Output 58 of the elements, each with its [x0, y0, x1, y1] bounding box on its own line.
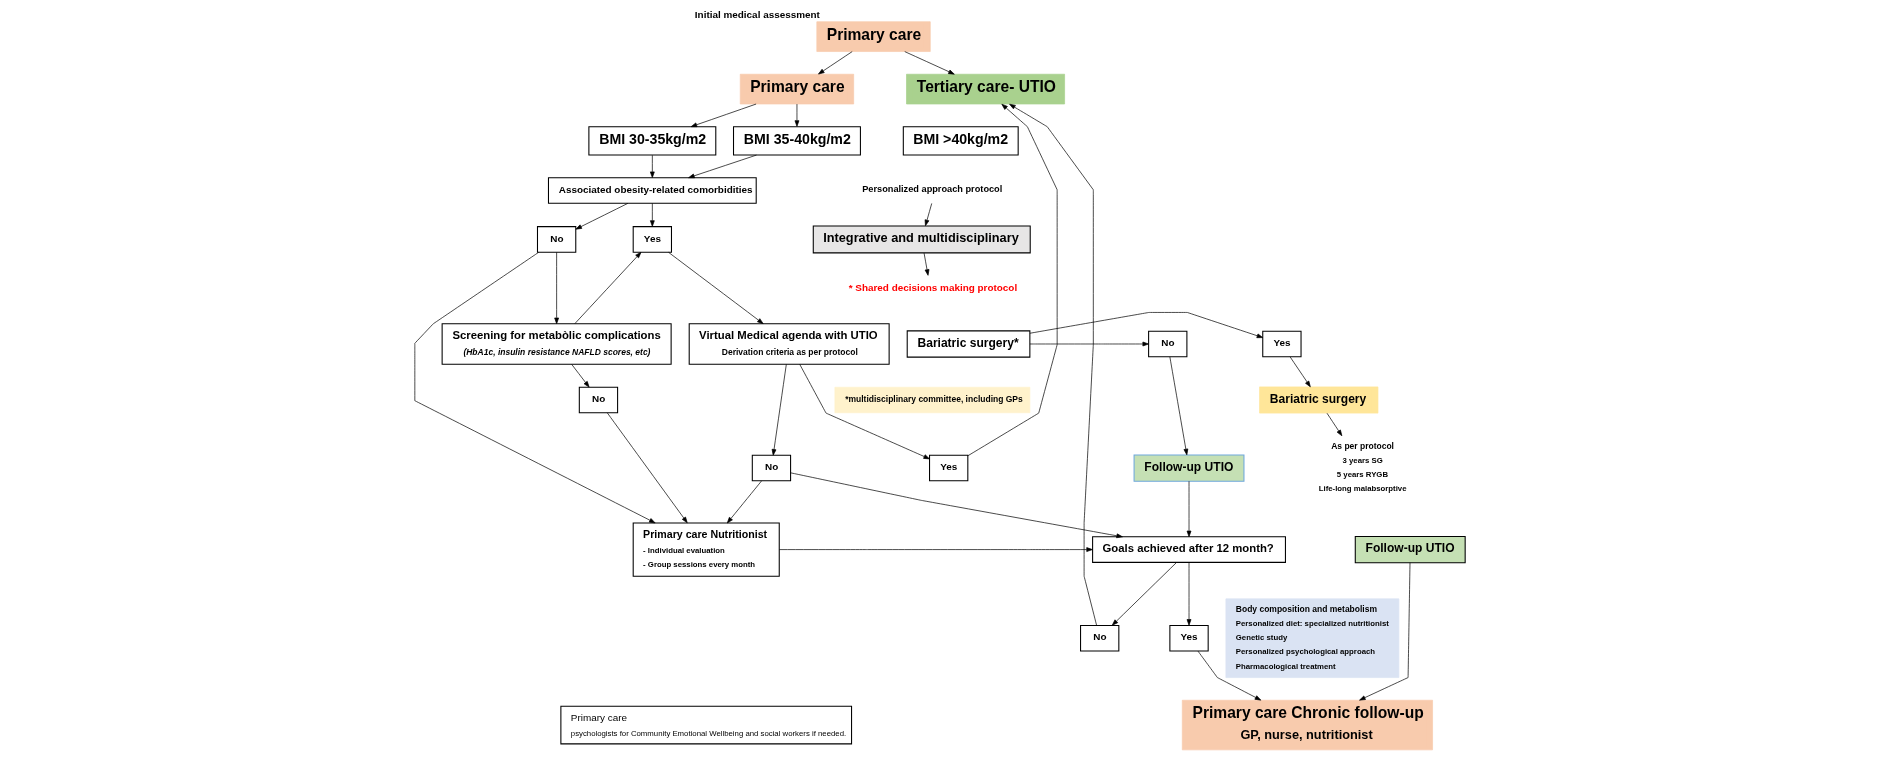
arrow [554, 252, 559, 324]
arrow [650, 154, 655, 178]
node-box: BMI 30-35kg/m2 [588, 126, 717, 156]
arrow [688, 154, 757, 179]
node-box: Screening for metabòlic complications (HbA1c, insulin resistance NAFLD scores, etc) [441, 323, 672, 365]
node-box: BMI >40kg/m2 [902, 126, 1019, 156]
node-box: No [578, 386, 619, 414]
node-box: Goals achieved after 12 month? [1092, 536, 1286, 563]
arrow [650, 203, 655, 227]
arrow [414, 251, 656, 524]
arrow [799, 363, 930, 460]
arrow [1111, 562, 1177, 626]
arrow [1326, 412, 1343, 437]
arrow [794, 103, 800, 127]
arrow [924, 203, 933, 227]
node-text: * Shared decisions making protocol [848, 281, 1018, 293]
arrow [779, 547, 1093, 552]
arrow [967, 103, 1058, 457]
arrow [1197, 650, 1262, 701]
arrow [904, 51, 955, 75]
arrow [690, 103, 757, 128]
arrow [1009, 103, 1097, 626]
node-text: Personalized approach protocol [862, 184, 1003, 195]
node-box: Virtual Medical agenda with UTIO Derivation criteria as per protocol [688, 323, 890, 365]
node-box: Bariatric surgery* [906, 330, 1031, 358]
node-box: Yes [1262, 330, 1302, 358]
arrow [1029, 312, 1264, 339]
node-box: Associated obesity-related comorbidities [547, 177, 757, 204]
arrow [790, 472, 1123, 539]
arrow [818, 51, 853, 75]
arrow [1169, 356, 1189, 456]
node-box: Yes [1169, 624, 1209, 652]
node-text: As per protocol 3 years SG 5 years RYGB Life-long malabsorptive [1318, 440, 1407, 494]
node-box: Primary care Nutritionist - Individual evaluation - Group sessions every month [632, 522, 780, 577]
arrow [575, 202, 629, 230]
arrow [726, 480, 762, 524]
arrow [1289, 356, 1311, 388]
node-box: No [751, 454, 792, 482]
node-box: Follow-up UTIO [1354, 535, 1466, 564]
node-box: Yes [929, 454, 969, 482]
node-box: Primary care psychologists for Community Emotional Wellbeing and social workers if needed. [560, 705, 853, 745]
arrow [574, 252, 642, 324]
arrow [1029, 341, 1149, 347]
node-box: No [1080, 624, 1120, 652]
arrow [571, 364, 590, 388]
node-box: *multidisciplinary committee, including GPs [834, 386, 1031, 414]
arrow [771, 364, 787, 456]
node-box: No [536, 226, 577, 253]
arrow [1359, 562, 1411, 701]
arrow [923, 252, 930, 276]
node-box: Yes [632, 226, 672, 253]
arrow [1186, 562, 1192, 626]
arrow [668, 252, 764, 324]
node-label: Initial medical assessment [694, 9, 820, 21]
arrow [1186, 480, 1192, 538]
node-box: BMI 35-40kg/m2 [733, 126, 861, 156]
node-box: No [1148, 330, 1188, 358]
arrow [606, 412, 688, 524]
